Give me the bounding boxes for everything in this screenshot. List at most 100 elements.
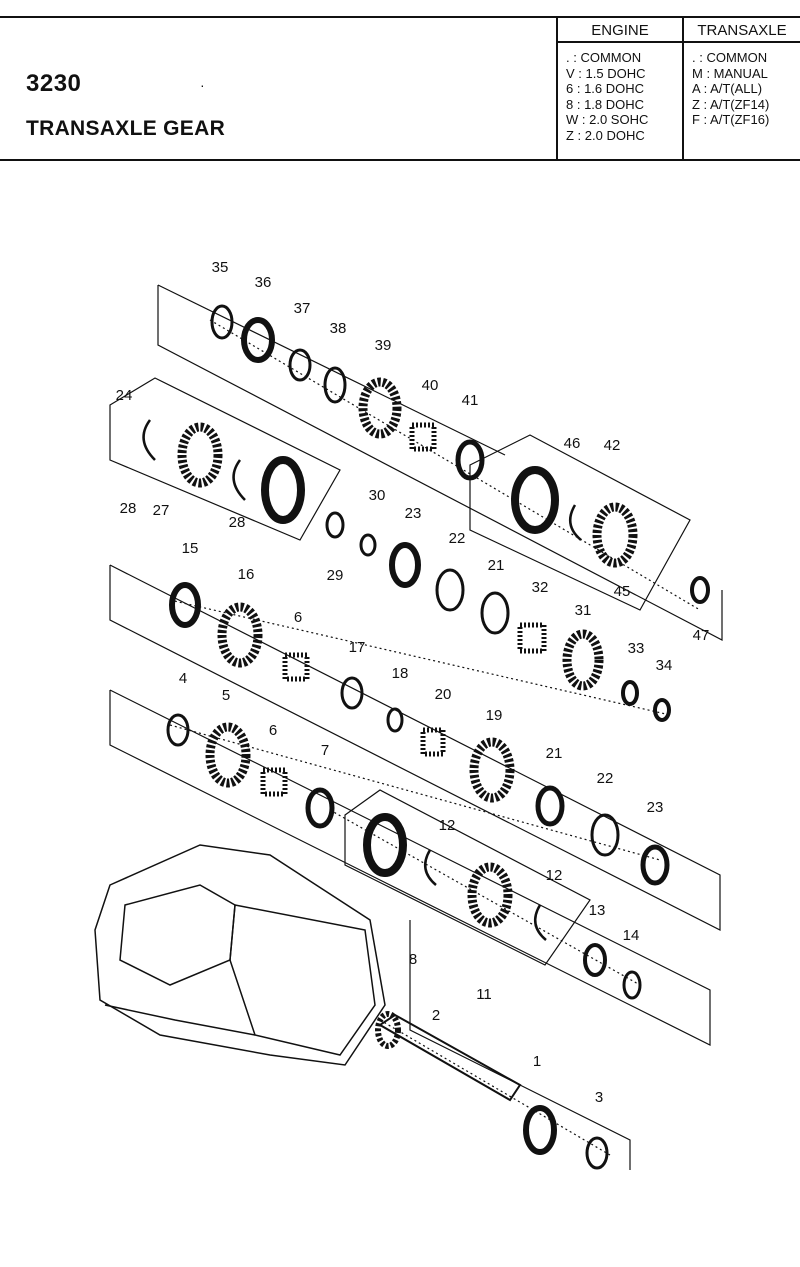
part-callout-30: 30 [369,487,386,504]
part-callout-12: 12 [439,817,456,834]
transaxle-case [94,844,386,1066]
part-callout-42: 42 [604,437,621,454]
engine-code-row: V : 1.5 DOHC [566,65,646,81]
ring-21b [535,785,565,827]
engine-code-row: Z : 2.0 DOHC [566,127,645,143]
part-callout-6: 6 [269,722,277,739]
header-top-rule [0,16,800,18]
needle-bearing-32 [517,622,547,654]
part-callout-28: 28 [120,500,137,517]
bearing-36 [241,317,275,363]
part-callout-21: 21 [546,745,563,762]
part-callout-33: 33 [628,640,645,657]
ring-23 [389,542,421,588]
gear-16 [217,602,263,668]
spring-12a [423,849,437,886]
part-callout-14: 14 [623,927,640,944]
legend-heading-rule [557,41,800,43]
sleeve-8 [363,813,407,877]
part-callout-22: 22 [449,530,466,547]
sleeve-42 [511,466,559,534]
ring-47 [690,576,710,604]
engine-code-row: W : 2.0 SOHC [566,112,649,128]
part-callout-6: 6 [294,609,302,626]
header-bottom-rule [0,159,800,161]
spring-12b [533,904,547,941]
engine-code-row: 8 : 1.8 DOHC [566,96,645,112]
ring-4 [166,713,190,747]
part-callout-4: 4 [179,670,187,687]
part-callout-45: 45 [614,583,631,600]
part-callout-37: 37 [294,300,311,317]
ring-15 [169,582,201,628]
input-shaft-2 [375,1011,522,1102]
part-callout-32: 32 [532,579,549,596]
part-callout-5: 5 [222,687,230,704]
transaxle-heading: TRANSAXLE [697,22,787,39]
needle-bearing-40 [409,422,437,452]
ring-17 [340,676,364,710]
part-callout-35: 35 [212,259,229,276]
part-callout-1: 1 [533,1053,541,1070]
engine-heading: ENGINE [591,22,649,39]
part-callout-7: 7 [321,742,329,759]
ring-7 [305,787,335,829]
part-callout-8: 8 [409,951,417,968]
ring-23b [640,844,670,886]
frame-upper-shaft-group [157,285,723,641]
ring-18 [386,707,404,733]
part-callout-38: 38 [330,320,347,337]
transaxle-code-row: Z : A/T(ZF14) [692,96,770,112]
legend-mid-rule [682,16,684,161]
part-callout-22: 22 [597,770,614,787]
part-callout-23: 23 [405,505,422,522]
ring-34 [653,698,671,722]
part-callout-20: 20 [435,686,452,703]
hub-8 [467,862,513,928]
page-title: TRANSAXLE GEAR [26,117,226,140]
ring-38 [323,366,347,404]
ring-37 [288,348,312,382]
gear-5 [205,722,251,788]
ring-22 [435,568,465,612]
frame-synchro-1 [109,377,341,541]
part-callout-39: 39 [375,337,392,354]
transaxle-code-row: M : MANUAL [692,65,768,81]
part-callout-27: 27 [153,502,170,519]
ring-14 [622,970,642,1000]
ring-22b [590,813,620,857]
engine-code-row: 6 : 1.6 DOHC [566,81,645,97]
spring-28a [142,419,156,461]
ring-21 [480,591,510,635]
part-callout-3: 3 [595,1089,603,1106]
part-callout-46: 46 [564,435,581,452]
spring-46 [568,504,582,541]
stray-dot: · [200,77,205,93]
part-callout-21: 21 [488,557,505,574]
ring-3 [585,1136,609,1170]
part-callout-16: 16 [238,566,255,583]
part-callout-19: 19 [486,707,503,724]
gear-31 [562,629,604,691]
part-callout-24: 24 [116,387,133,404]
frame-synchro-3 [344,789,591,966]
part-callout-12: 12 [546,867,563,884]
header: 3230 · TRANSAXLE GEAR ENGINE TRANSAXLE .… [0,16,800,161]
needle-bearing-6b [260,767,288,797]
transaxle-code-row: A : A/T(ALL) [692,81,763,97]
snap-ring-35 [210,304,234,340]
needle-bearing-6a [282,652,310,682]
transaxle-code-row: F : A/T(ZF16) [692,112,770,128]
bearing-1 [523,1105,557,1155]
frame-main-shaft [409,920,631,1170]
part-callout-17: 17 [349,639,366,656]
part-callout-41: 41 [462,392,479,409]
hub-42 [592,502,638,568]
part-callout-15: 15 [182,540,199,557]
gear-39 [358,377,402,439]
part-callout-23: 23 [647,799,664,816]
ring-30 [359,533,377,557]
